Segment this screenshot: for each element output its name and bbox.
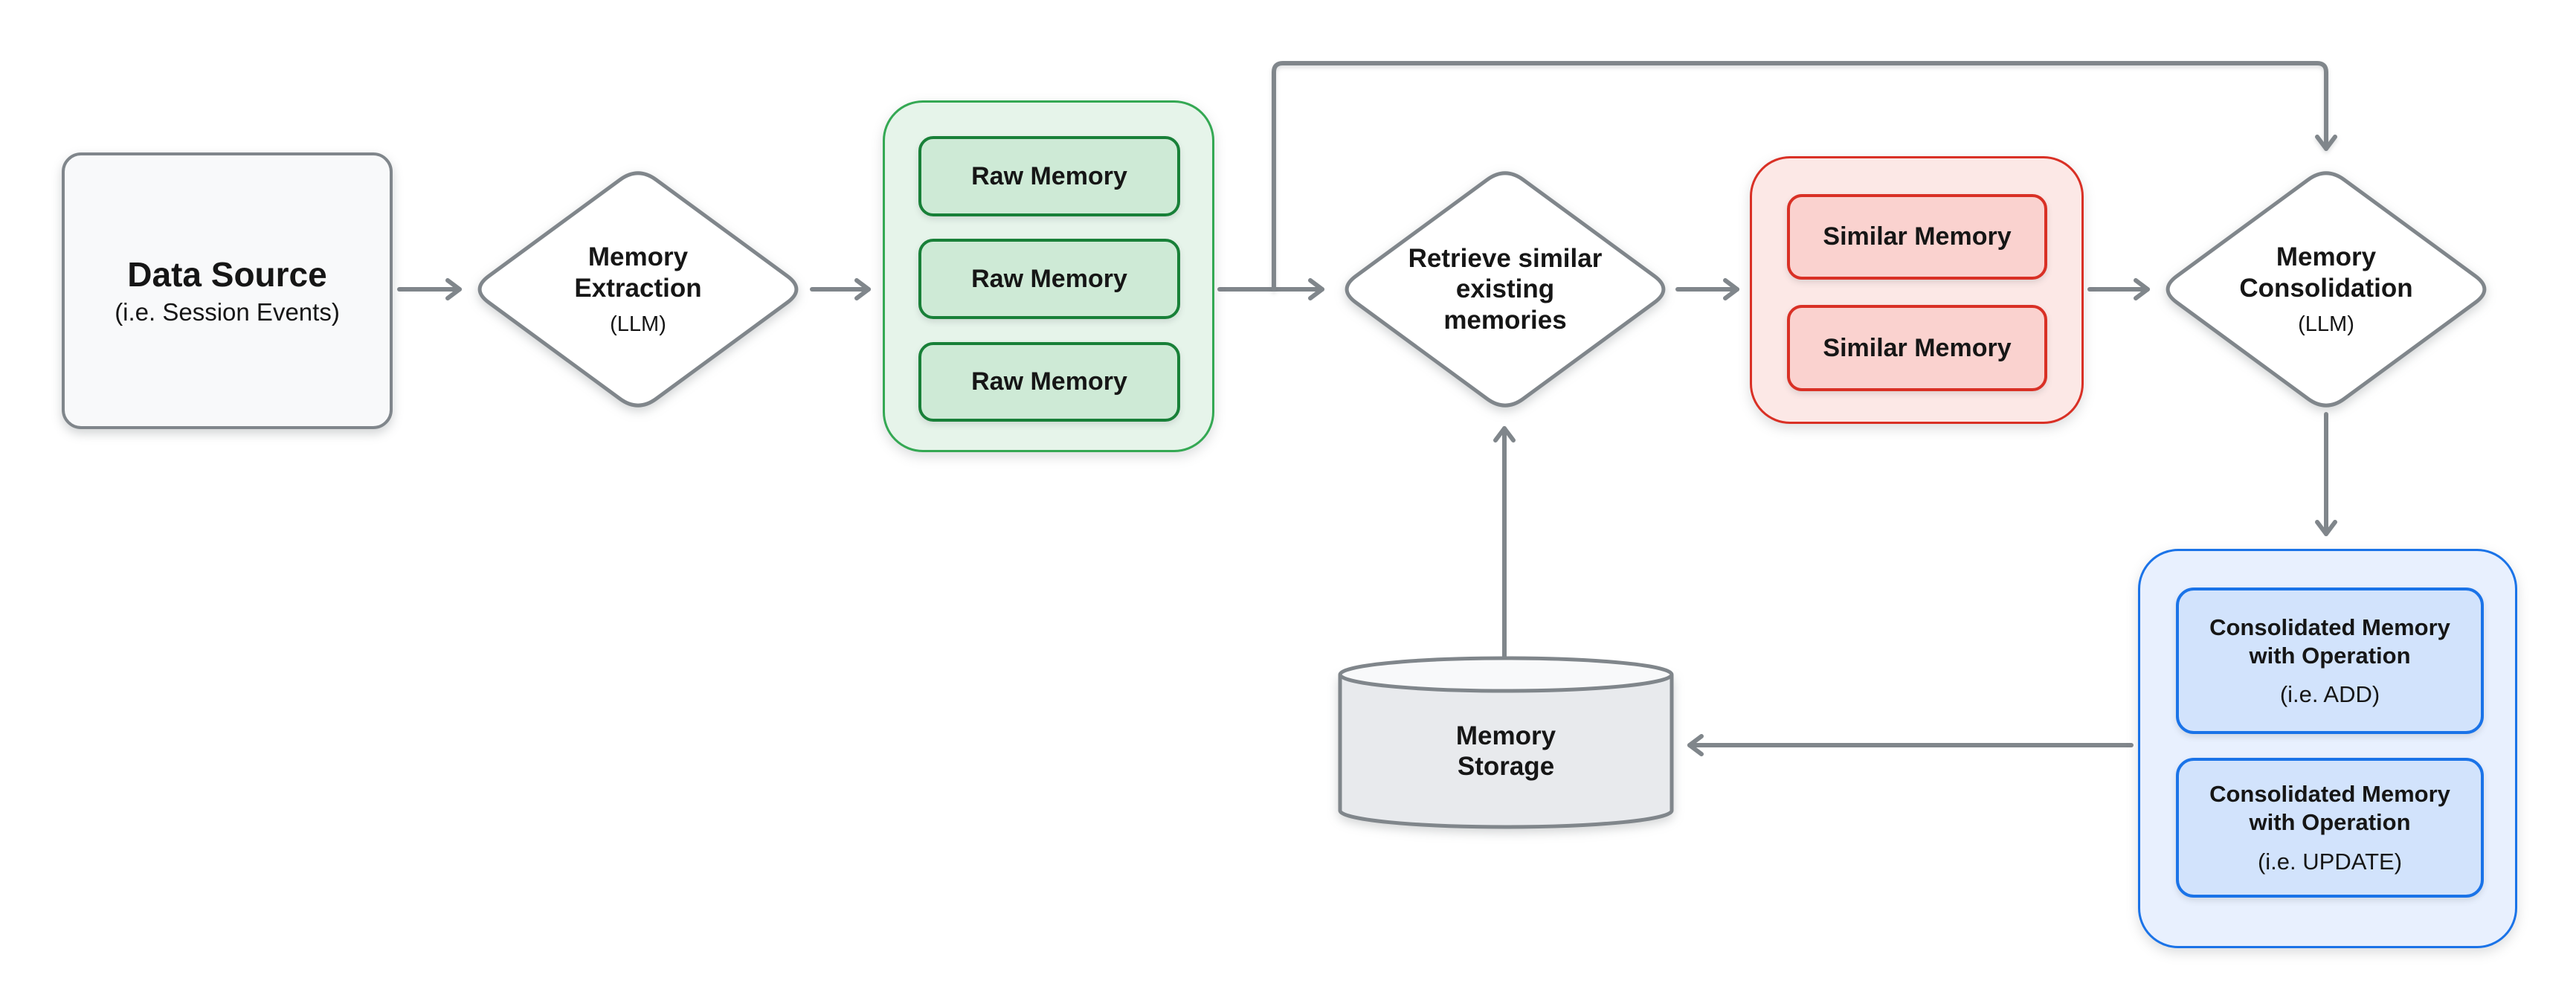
retrieve-line-3: memories xyxy=(1443,305,1567,335)
memory-consolidation-subtitle: (LLM) xyxy=(2298,312,2354,336)
retrieve-memories-label: Retrieve similar existing memories xyxy=(1356,189,1654,390)
memory-extraction-label: Memory Extraction (LLM) xyxy=(489,189,787,390)
raw-memory-chip-3: Raw Memory xyxy=(918,342,1180,422)
memory-consolidation-label: Memory Consolidation (LLM) xyxy=(2177,189,2475,390)
shapes-layer xyxy=(477,171,2487,829)
consolidated-memory-chip-update: Consolidated Memory with Operation (i.e.… xyxy=(2176,758,2484,898)
memory-extraction-line-1: Memory xyxy=(587,242,689,272)
raw-memory-chip-2: Raw Memory xyxy=(918,239,1180,319)
data-source-subtitle: (i.e. Session Events) xyxy=(115,298,340,326)
retrieve-memories-diamond xyxy=(1345,171,1666,408)
raw-memory-group: Raw Memory Raw Memory Raw Memory xyxy=(883,100,1214,452)
memory-consolidation-diamond xyxy=(2166,171,2487,408)
data-source-node: Data Source (i.e. Session Events) xyxy=(62,152,393,429)
retrieve-line-2: existing xyxy=(1455,274,1555,304)
consolidated-update-subtitle: (i.e. UPDATE) xyxy=(2257,848,2403,875)
data-source-title: Data Source xyxy=(127,254,327,294)
retrieve-line-1: Retrieve similar xyxy=(1408,244,1603,274)
consolidated-memory-chip-add: Consolidated Memory with Operation (i.e.… xyxy=(2176,588,2484,734)
similar-memory-chip-2: Similar Memory xyxy=(1787,305,2047,391)
similar-memory-group: Similar Memory Similar Memory xyxy=(1750,156,2084,424)
consolidated-update-line-2: with Operation xyxy=(2249,809,2411,835)
memory-extraction-subtitle: (LLM) xyxy=(610,312,666,336)
arrow-raw-memories-to-consolidation-feedback xyxy=(1272,61,2337,292)
consolidated-memory-group: Consolidated Memory with Operation (i.e.… xyxy=(2138,549,2517,948)
similar-memory-label-1: Similar Memory xyxy=(1823,222,2012,251)
consolidated-add-line-2: with Operation xyxy=(2249,642,2411,669)
raw-memory-chip-1: Raw Memory xyxy=(918,136,1180,216)
arrows-layer xyxy=(397,61,2337,756)
memory-storage-cylinder-body xyxy=(1338,675,1674,829)
memory-consolidation-line-1: Memory xyxy=(2276,242,2377,272)
consolidated-update-line-1: Consolidated Memory xyxy=(2209,781,2450,808)
raw-memory-label-3: Raw Memory xyxy=(971,367,1127,396)
memory-storage-line-1: Memory xyxy=(1455,721,1556,750)
memory-storage-cylinder-top xyxy=(1338,656,1674,693)
memory-storage-label: Memory Storage xyxy=(1357,688,1655,814)
raw-memory-label-2: Raw Memory xyxy=(971,264,1127,293)
raw-memory-label-1: Raw Memory xyxy=(971,161,1127,190)
similar-memory-chip-1: Similar Memory xyxy=(1787,194,2047,280)
memory-consolidation-line-2: Consolidation xyxy=(2239,273,2413,303)
memory-extraction-line-2: Extraction xyxy=(574,273,702,303)
similar-memory-label-2: Similar Memory xyxy=(1823,333,2012,362)
memory-extraction-diamond xyxy=(477,171,799,408)
memory-storage-line-2: Storage xyxy=(1457,752,1555,781)
consolidated-add-subtitle: (i.e. ADD) xyxy=(2279,681,2380,708)
consolidated-add-line-1: Consolidated Memory xyxy=(2209,614,2450,640)
